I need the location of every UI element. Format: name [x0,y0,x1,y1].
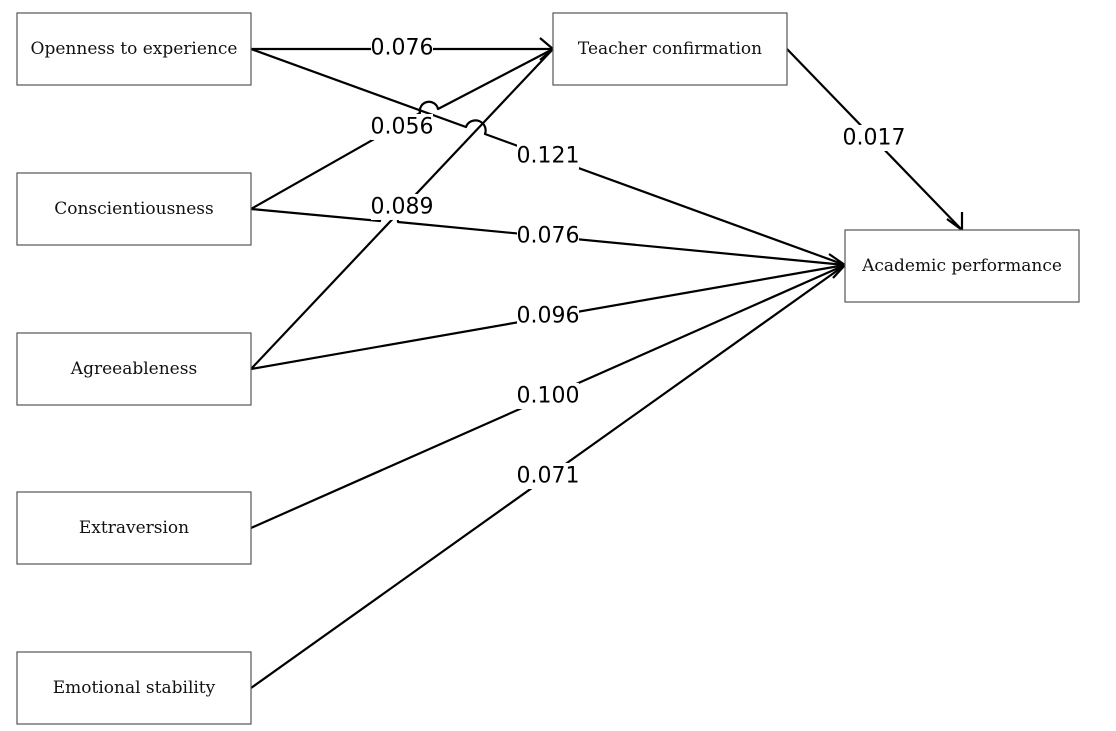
coef-conscientiousness-academic-text: 0.076 [517,224,580,249]
node-agreeableness-box [16,332,252,406]
node-conscientiousness-box [16,172,252,246]
coef-emotional-academic: 0.071 [517,463,580,489]
node-emotional-stability-box [16,651,252,725]
coef-openness-teacher-text: 0.076 [371,36,434,61]
coef-openness-teacher: 0.076 [371,35,434,61]
coef-teacher-academic: 0.017 [843,125,906,151]
coef-agreeableness-academic: 0.096 [517,303,580,329]
node-teacher-confirmation-label: Teacher confirmation [578,39,762,59]
node-extraversion-label: Extraversion [79,518,189,538]
node-conscientiousness-label: Conscientiousness [54,199,214,219]
node-agreeableness-label: Agreeableness [70,359,197,379]
coef-conscientiousness-academic: 0.076 [517,223,580,249]
node-extraversion-box [16,491,252,565]
coef-extraversion-academic: 0.100 [517,383,580,409]
coef-openness-academic-text: 0.121 [517,144,580,169]
node-academic-performance-label: Academic performance [861,256,1062,276]
node-openness-box [16,12,252,86]
edge-openness-academic [250,47,846,267]
coef-emotional-academic-text: 0.071 [517,464,580,489]
node-teacher-confirmation-box [552,12,788,86]
coef-conscientiousness-teacher-text: 0.056 [371,115,434,140]
coef-extraversion-academic-text: 0.100 [517,384,580,409]
coef-openness-academic: 0.121 [517,143,580,169]
node-emotional-stability-label: Emotional stability [53,678,216,698]
coef-agreeableness-teacher-text: 0.089 [371,195,434,220]
node-academic-performance-box [844,229,1080,303]
coef-conscientiousness-teacher: 0.056 [371,114,434,140]
coef-teacher-academic-text: 0.017 [843,126,906,151]
coef-agreeableness-academic-text: 0.096 [517,304,580,329]
node-openness-label: Openness to experience [31,39,238,59]
coef-agreeableness-teacher: 0.089 [371,194,434,220]
